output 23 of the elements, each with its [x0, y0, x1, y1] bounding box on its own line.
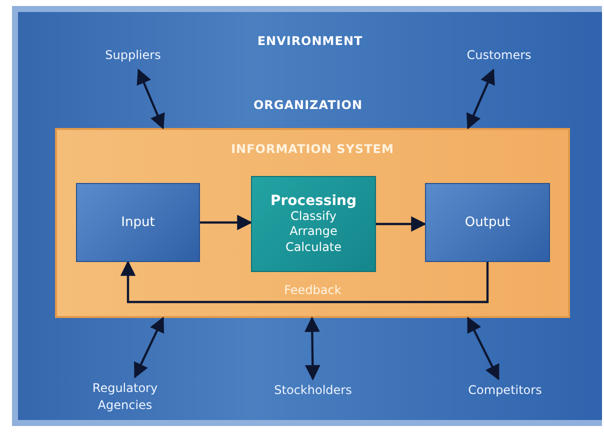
- process-box: [251, 176, 376, 272]
- stakeholder-label: Competitors: [457, 382, 553, 402]
- arrow: [466, 68, 495, 130]
- stakeholder-label: Customers: [456, 47, 542, 67]
- box-title: Processing: [270, 192, 357, 209]
- arrow: [136, 68, 165, 130]
- organization-label: ORGANIZATION: [253, 98, 363, 112]
- panel-heading: ENVIRONMENT: [256, 34, 364, 48]
- arrow: [120, 260, 489, 304]
- environment-panel: [12, 6, 602, 426]
- arrow: [304, 316, 320, 381]
- arrow: [467, 316, 500, 380]
- box-body-text: Classify Arrange Calculate: [284, 208, 343, 256]
- arrow: [200, 214, 253, 230]
- process-box: Input: [76, 183, 200, 262]
- stakeholder-label: Regulatory Agencies: [80, 380, 170, 416]
- stakeholder-label: Stockholders: [262, 382, 364, 402]
- arrow: [134, 316, 164, 378]
- system-heading: INFORMATION SYSTEM: [230, 142, 395, 156]
- stakeholder-label: Suppliers: [95, 47, 171, 67]
- arrow: [376, 216, 427, 232]
- system-box: [55, 128, 570, 318]
- process-box: Output: [425, 183, 550, 262]
